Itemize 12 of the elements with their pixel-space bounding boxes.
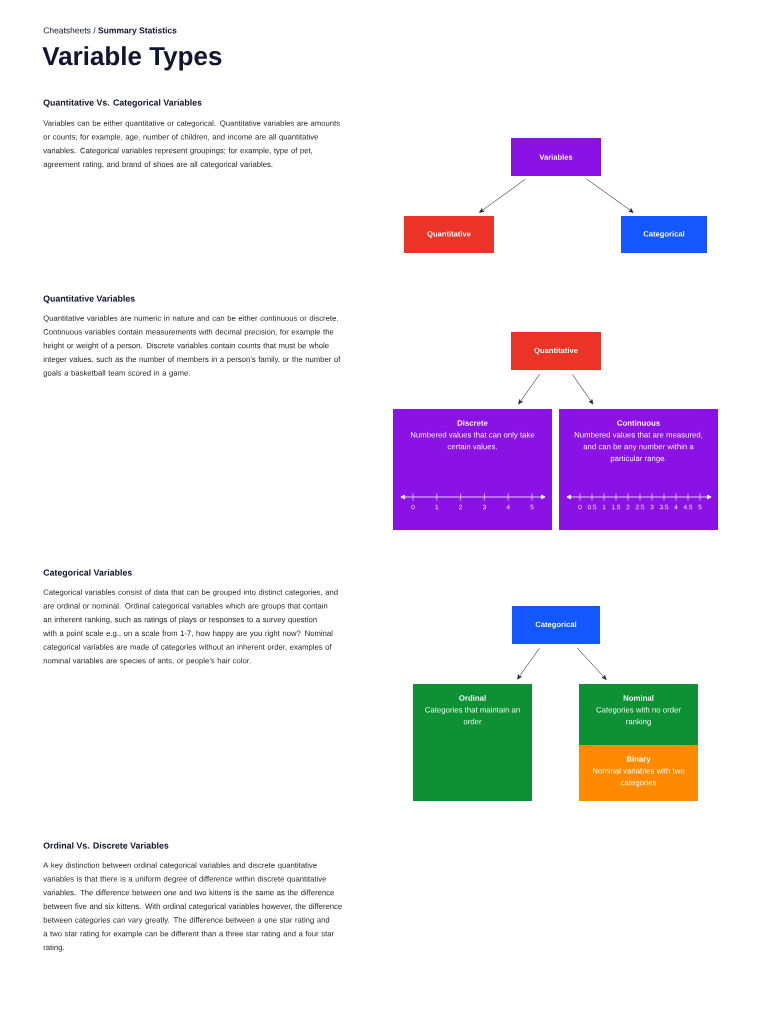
section-heading: Ordinal Vs. Discrete Variables [43, 842, 169, 849]
section-heading: Categorical Variables [43, 569, 132, 578]
arrow [576, 647, 607, 680]
arrow [517, 648, 540, 680]
arrow [586, 178, 634, 213]
arrow [518, 374, 540, 405]
arrow [571, 374, 594, 405]
section-heading: Quantitative Variables [43, 295, 135, 304]
breadcrumb: Cheatsheets / Summary Statistics [43, 27, 177, 36]
page-title: Variable Types [42, 46, 222, 71]
section-heading: Quantitative Vs. Categorical Variables [43, 99, 202, 108]
arrow [479, 178, 526, 213]
